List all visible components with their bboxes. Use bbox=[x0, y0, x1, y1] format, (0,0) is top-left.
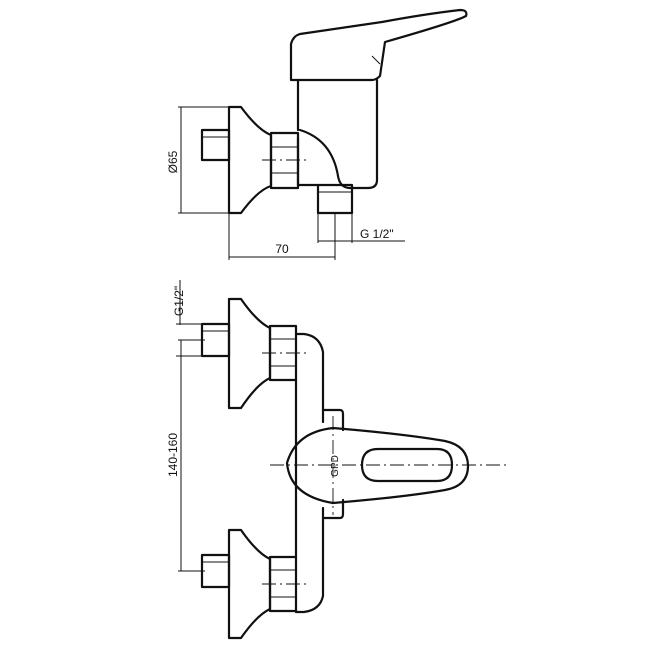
side-body-lower bbox=[296, 136, 320, 187]
outlet-thread-label: G 1/2" bbox=[360, 227, 394, 241]
front-handle-slot bbox=[360, 447, 454, 483]
side-handle-lever bbox=[289, 8, 468, 82]
inlet-thread-label: G1/2" bbox=[172, 286, 186, 316]
side-view: Ø65 70 G 1/2" bbox=[166, 8, 468, 260]
front-upper-inlet bbox=[200, 322, 231, 358]
spacing-label: 140-160 bbox=[166, 433, 180, 477]
side-connection-nut bbox=[269, 131, 300, 190]
diameter-label: Ø65 bbox=[166, 150, 180, 173]
side-mixer-body bbox=[296, 78, 379, 190]
front-lower-inlet bbox=[200, 553, 231, 589]
brand-logo: GPD bbox=[330, 455, 341, 477]
side-inlet-stub bbox=[200, 128, 231, 162]
front-view: GPD G1/2" 140-160 bbox=[166, 280, 508, 640]
side-handle-detail bbox=[371, 55, 381, 65]
side-wall-flange bbox=[227, 105, 273, 215]
side-outlet-nut bbox=[316, 183, 354, 215]
front-mixer-body bbox=[294, 332, 325, 614]
depth-label: 70 bbox=[275, 242, 289, 256]
front-body-neck bbox=[321, 408, 345, 520]
front-handle bbox=[285, 426, 470, 505]
front-upper-flange bbox=[227, 297, 272, 410]
